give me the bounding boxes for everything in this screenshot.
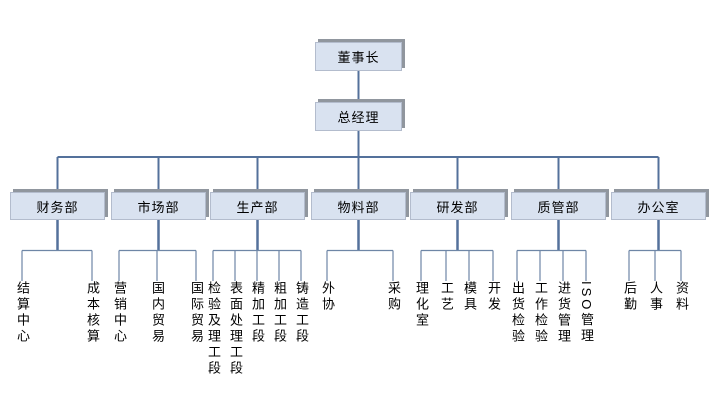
dept-box-office: 办公室 <box>611 192 706 220</box>
sub-unit-label: 精加工段 <box>250 281 265 345</box>
sub-unit-label: 资料 <box>674 281 689 313</box>
chairman-box: 董事长 <box>315 42 402 71</box>
sub-unit-label: ISO管理 <box>579 281 594 345</box>
dept-box-marketing: 市场部 <box>111 192 206 220</box>
sub-unit-label: 模具 <box>462 281 477 313</box>
sub-unit-label: 粗加工段 <box>272 281 287 345</box>
sub-unit-label: 检验及理工段 <box>206 281 221 377</box>
sub-unit-label: 外协 <box>320 281 335 313</box>
dept-box-finance: 财务部 <box>10 192 105 220</box>
sub-unit-label: 开发 <box>486 281 501 313</box>
dept-box-materials: 物料部 <box>311 192 406 220</box>
sub-unit-label: 结算中心 <box>15 281 30 345</box>
dept-box-quality: 质管部 <box>511 192 606 220</box>
child-connector-lines <box>21 249 682 281</box>
sub-unit-label: 表面处理工段 <box>228 281 243 377</box>
sub-unit-label: 工作检验 <box>533 281 548 345</box>
sub-unit-label: 采购 <box>386 281 401 313</box>
sub-unit-label: 铸造工段 <box>294 281 309 345</box>
sub-unit-label: 后勤 <box>622 281 637 313</box>
dept-stub-lines <box>56 220 660 251</box>
sub-unit-label: 国际贸易 <box>189 281 204 345</box>
general-manager-box: 总经理 <box>315 102 402 131</box>
dept-box-rnd: 研发部 <box>410 192 505 220</box>
sub-unit-label: 成本核算 <box>85 281 100 345</box>
connector-lines-thick <box>56 71 660 193</box>
sub-unit-label: 国内贸易 <box>150 281 165 345</box>
sub-unit-label: 工艺 <box>439 281 454 313</box>
sub-unit-label: 人事 <box>648 281 663 313</box>
sub-unit-label: 出货检验 <box>510 281 525 345</box>
sub-unit-label: 进货管理 <box>556 281 571 345</box>
dept-box-production: 生产部 <box>210 192 305 220</box>
sub-unit-label: 营销中心 <box>112 281 127 345</box>
sub-unit-label: 理化室 <box>414 281 429 329</box>
